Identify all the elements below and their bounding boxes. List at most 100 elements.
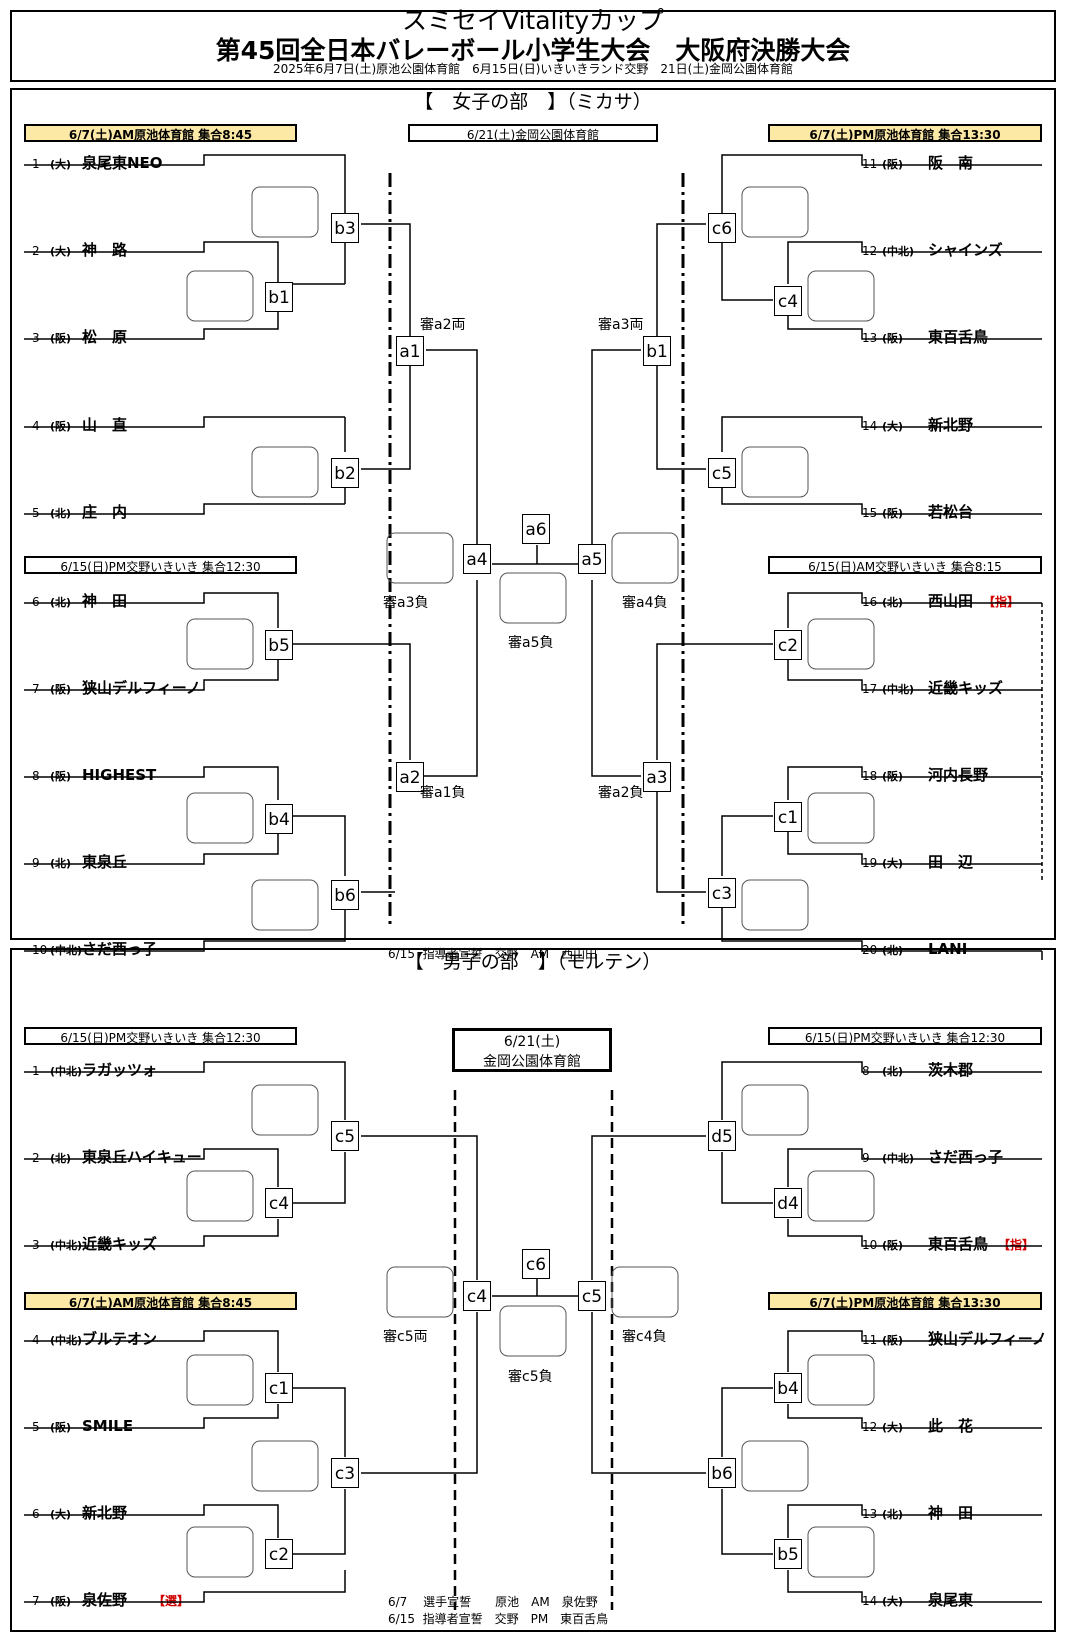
team-name: 東百舌鳥 [928, 1235, 989, 1253]
match-a1: a1 [396, 336, 424, 366]
seed-number: 20 [862, 943, 878, 957]
match-a2: a2 [396, 762, 424, 792]
girls-heading: 【 女子の部 】（ミカサ） [414, 91, 652, 113]
team-entry: 19(大)田 辺 [862, 851, 973, 873]
boys-venue-mid-right: 6/7(土)PM原池体育館 集合13:30 [768, 1292, 1042, 1310]
match-d5: d5 [708, 1121, 736, 1151]
match-c4-left: c4 [265, 1188, 293, 1218]
seed-number: 6 [32, 1507, 40, 1521]
match-b6: b6 [331, 880, 359, 910]
designation-badge: 【指】 [983, 595, 1020, 609]
team-entry: 12(大)此 花 [862, 1415, 973, 1437]
match-a5: a5 [578, 544, 606, 574]
boys-venue-mid-left: 6/7(土)AM原池体育館 集合8:45 [24, 1292, 297, 1310]
match-b4: b4 [774, 1373, 802, 1403]
referee-note-a5: 審a4負 [622, 595, 668, 611]
match-c2: c2 [774, 630, 802, 660]
team-name: 近畿キッズ [82, 1235, 158, 1253]
match-c4: c4 [774, 286, 802, 316]
match-c5-center: c5 [578, 1281, 606, 1311]
team-name: 新北野 [82, 1504, 128, 1522]
team-name: SMILE [82, 1417, 134, 1435]
match-c2: c2 [265, 1539, 293, 1569]
match-c3: c3 [331, 1458, 359, 1488]
seed-number: 13 [862, 1507, 878, 1521]
seed-number: 5 [32, 506, 40, 520]
team-entry: 2(北)東泉丘ハイキュー [32, 1146, 202, 1168]
team-name: 神 路 [82, 241, 128, 259]
event-dates: 2025年6月7日(土)原池公園体育館 6月15日(日)いきいきランド交野 21… [272, 62, 794, 76]
team-name: 東泉丘 [82, 853, 128, 871]
team-entry: 2(大)神 路 [32, 239, 127, 261]
team-entry: 20(北)LANI [862, 938, 967, 960]
team-name: 東百舌鳥 [928, 328, 989, 346]
team-entry: 3(中北)近畿キッズ [32, 1233, 157, 1255]
referee-note-c5: 審c4負 [622, 1329, 667, 1345]
match-b5: b5 [265, 630, 293, 660]
seed-number: 12 [862, 1420, 878, 1434]
referee-note-a2: 審a1負 [420, 785, 466, 801]
match-c1: c1 [774, 802, 802, 832]
seed-number: 4 [32, 419, 40, 433]
team-name: 阪 南 [928, 154, 974, 172]
team-name: 近畿キッズ [928, 679, 1004, 697]
match-c3: c3 [708, 878, 736, 908]
match-b3: b3 [331, 213, 359, 243]
seed-number: 11 [862, 1333, 878, 1347]
boys-venue-top-right: 6/15(日)PM交野いきいき 集合12:30 [768, 1027, 1042, 1045]
header-frame [10, 10, 1056, 82]
boys-venue-center-date: 6/21(土) [503, 1034, 561, 1050]
referee-note-a4: 審a3負 [383, 595, 429, 611]
girls-venue-mid-left: 6/15(日)PM交野いきいき 集合12:30 [24, 556, 297, 574]
girls-footer-note: 6/15 指導者宣誓 交野 AM 西山田 [388, 947, 598, 961]
team-name: さだ西っ子 [928, 1148, 1004, 1166]
seed-number: 1 [32, 1064, 40, 1078]
team-name: ブルテオン [82, 1330, 158, 1348]
girls-venue-center: 6/21(土)金岡公園体育館 [408, 124, 658, 142]
team-entry: 12(中北)シャインズ [862, 239, 1003, 261]
match-c1: c1 [265, 1373, 293, 1403]
match-b1: b1 [265, 282, 293, 312]
event-title: 第45回全日本バレーボール小学生大会 大阪府決勝大会 [215, 36, 851, 65]
team-name: 庄 内 [82, 503, 128, 521]
team-entry: 5(阪)SMILE [32, 1415, 133, 1437]
team-name: HIGHEST [82, 766, 157, 784]
boys-venue-top-left: 6/15(日)PM交野いきいき 集合12:30 [24, 1027, 297, 1045]
team-name: 神 田 [82, 592, 128, 610]
boys-footer-note-1: 6/7 選手宣誓 原池 AM 泉佐野 [388, 1595, 598, 1609]
seed-number: 7 [32, 1594, 40, 1608]
referee-note-c4: 審c5両 [383, 1329, 428, 1345]
girls-section-frame [10, 88, 1056, 940]
designation-badge: 【選】 [153, 1594, 190, 1608]
team-name: 西山田 [928, 592, 974, 610]
seed-number: 8 [862, 1064, 870, 1078]
seed-number: 8 [32, 769, 40, 783]
referee-note-c6: 審c5負 [508, 1369, 553, 1385]
girls-venue-mid-right: 6/15(日)AM交野いきいき 集合8:15 [768, 556, 1042, 574]
team-name: 泉佐野 [82, 1591, 128, 1609]
seed-number: 15 [862, 506, 878, 520]
seed-number: 1 [32, 157, 40, 171]
seed-number: 14 [862, 419, 878, 433]
team-name: さだ西っ子 [82, 940, 158, 958]
team-entry: 7(阪)泉佐野【選】 [32, 1589, 189, 1611]
seed-number: 12 [862, 244, 878, 258]
match-b1-right: b1 [643, 336, 671, 366]
team-entry: 6(北)神 田 [32, 590, 127, 612]
team-name: 東泉丘ハイキュー [82, 1148, 202, 1166]
team-name: 狭山デルフィーノ [82, 679, 201, 697]
seed-number: 2 [32, 1151, 40, 1165]
team-entry: 14(大)新北野 [862, 414, 973, 436]
team-name: 泉尾東NEO [82, 154, 163, 172]
team-entry: 16(北)西山田【指】 [862, 590, 1019, 612]
seed-number: 10 [32, 943, 48, 957]
seed-number: 11 [862, 157, 878, 171]
referee-note-a3: 審a2負 [598, 785, 644, 801]
referee-note-a1: 審a2両 [420, 317, 466, 333]
designation-badge: 【指】 [998, 1238, 1035, 1252]
team-name: 茨木郡 [928, 1061, 974, 1079]
team-name: 田 辺 [928, 853, 974, 871]
match-b4: b4 [265, 804, 293, 834]
boys-heading: 【 男子の部 】（モルテン） [404, 951, 662, 973]
